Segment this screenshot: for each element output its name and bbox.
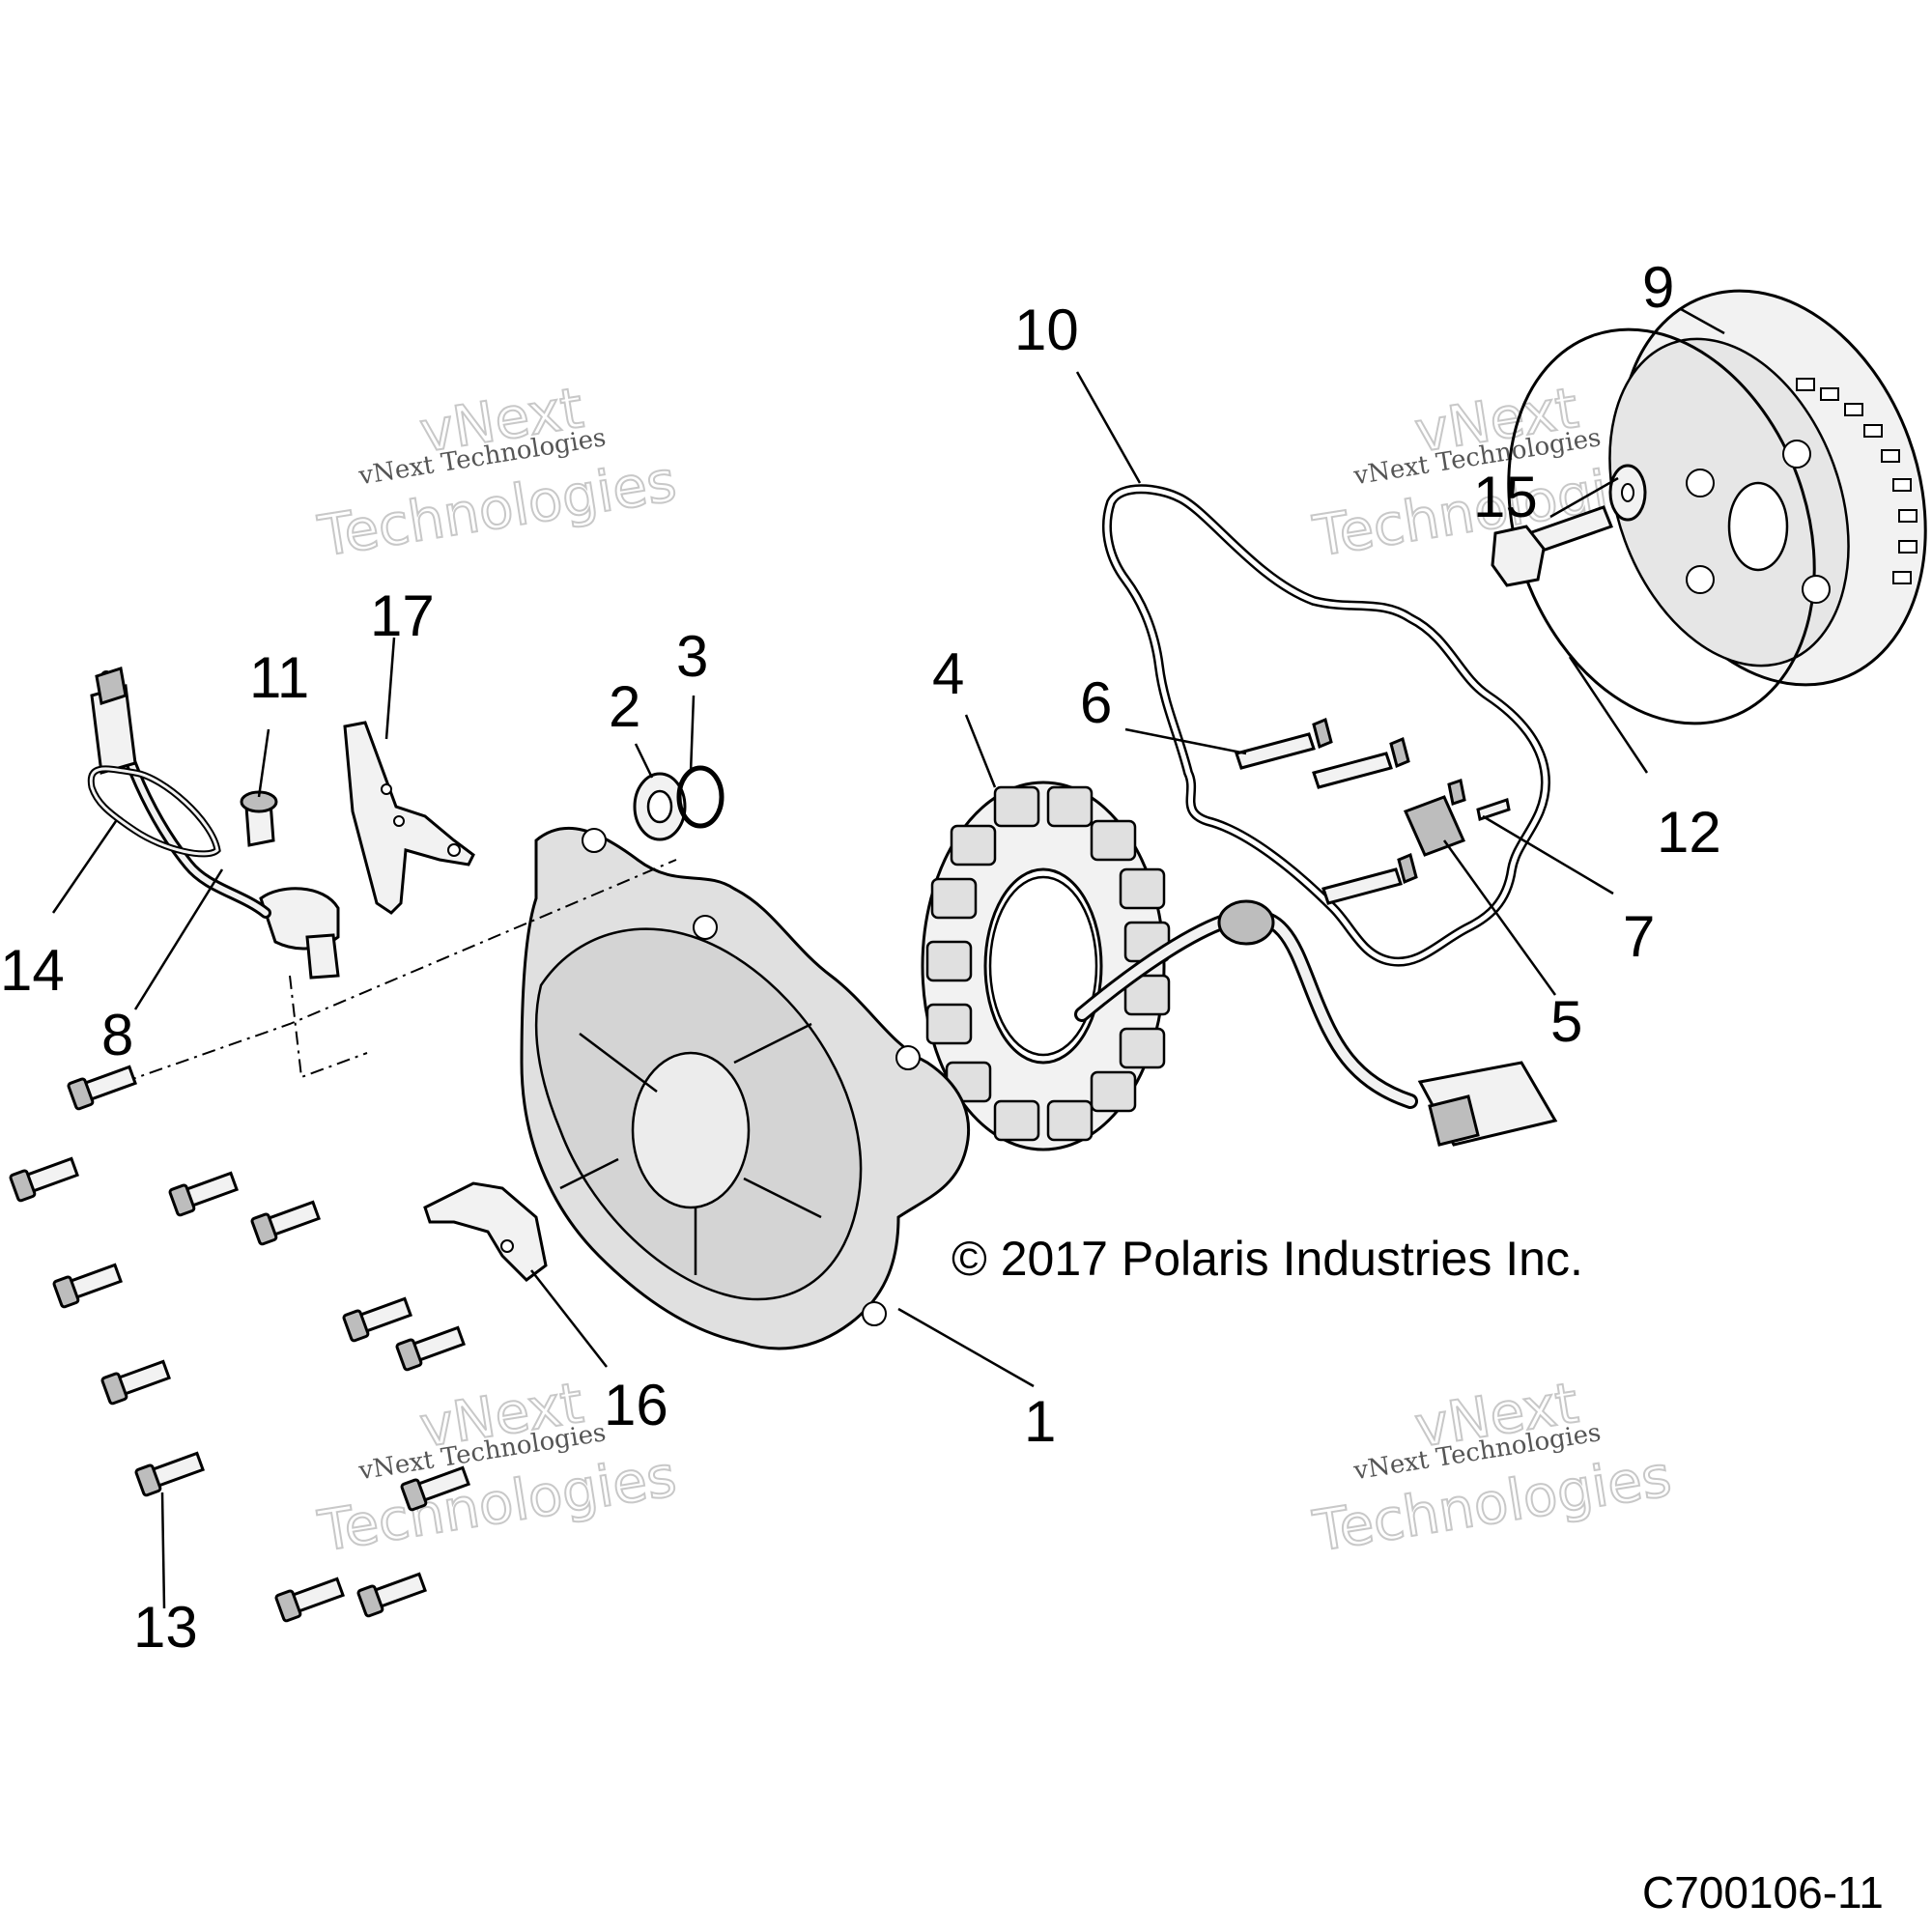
watermark-bottom-right: vNext vNext Technologies Technologies [1308, 1369, 1677, 1565]
watermark-top-left: vNext vNext Technologies Technologies [313, 374, 682, 570]
callout-14: 14 [0, 938, 65, 1003]
callout-5: 5 [1550, 989, 1582, 1054]
bracket-lower [423, 1181, 548, 1282]
stator-connector [1417, 1061, 1558, 1147]
sensor-bolt [240, 790, 278, 847]
stator-cover [520, 826, 971, 1350]
stator-harness [1074, 899, 1418, 1109]
callout-9: 9 [1642, 255, 1674, 320]
stator [921, 781, 1171, 1151]
callout-13: 13 [133, 1595, 198, 1660]
assembly-centerline [96, 859, 677, 1093]
leader-lines [51, 307, 1725, 1609]
callout-1: 1 [1024, 1389, 1056, 1454]
washer [1608, 464, 1647, 522]
gasket-inner [1104, 486, 1548, 965]
stator-grommet [1403, 795, 1466, 857]
callout-11: 11 [249, 645, 309, 710]
callout-17: 17 [370, 583, 435, 648]
callout-2: 2 [609, 674, 640, 739]
flywheel [1507, 289, 1927, 725]
speed-sensor [259, 887, 340, 980]
callout-4: 4 [932, 641, 964, 706]
snap-ring [676, 765, 724, 829]
harness-clip [87, 765, 221, 858]
callout-6: 6 [1080, 670, 1112, 735]
flywheel-bolt [1491, 505, 1613, 587]
bracket-upper [343, 721, 475, 915]
callout-8: 8 [101, 1003, 133, 1067]
sensor-harness [90, 667, 271, 919]
callout-10: 10 [1014, 298, 1079, 362]
callout-12: 12 [1657, 800, 1721, 865]
callout-numbers: 1 2 3 4 5 6 7 8 9 10 11 12 13 14 15 16 1… [0, 255, 1721, 1660]
copyright-notice: © 2017 Polaris Industries Inc. [952, 1232, 1583, 1286]
assembly-centerline [289, 975, 368, 1079]
drawing-number: C700106-11 [1642, 1867, 1884, 1918]
callout-3: 3 [676, 624, 708, 689]
callout-16: 16 [604, 1373, 668, 1437]
cover-screws [1235, 717, 1511, 905]
callout-15: 15 [1473, 465, 1538, 529]
cover-bolts [9, 1065, 470, 1623]
bearing [633, 772, 687, 841]
callout-7: 7 [1623, 904, 1655, 969]
